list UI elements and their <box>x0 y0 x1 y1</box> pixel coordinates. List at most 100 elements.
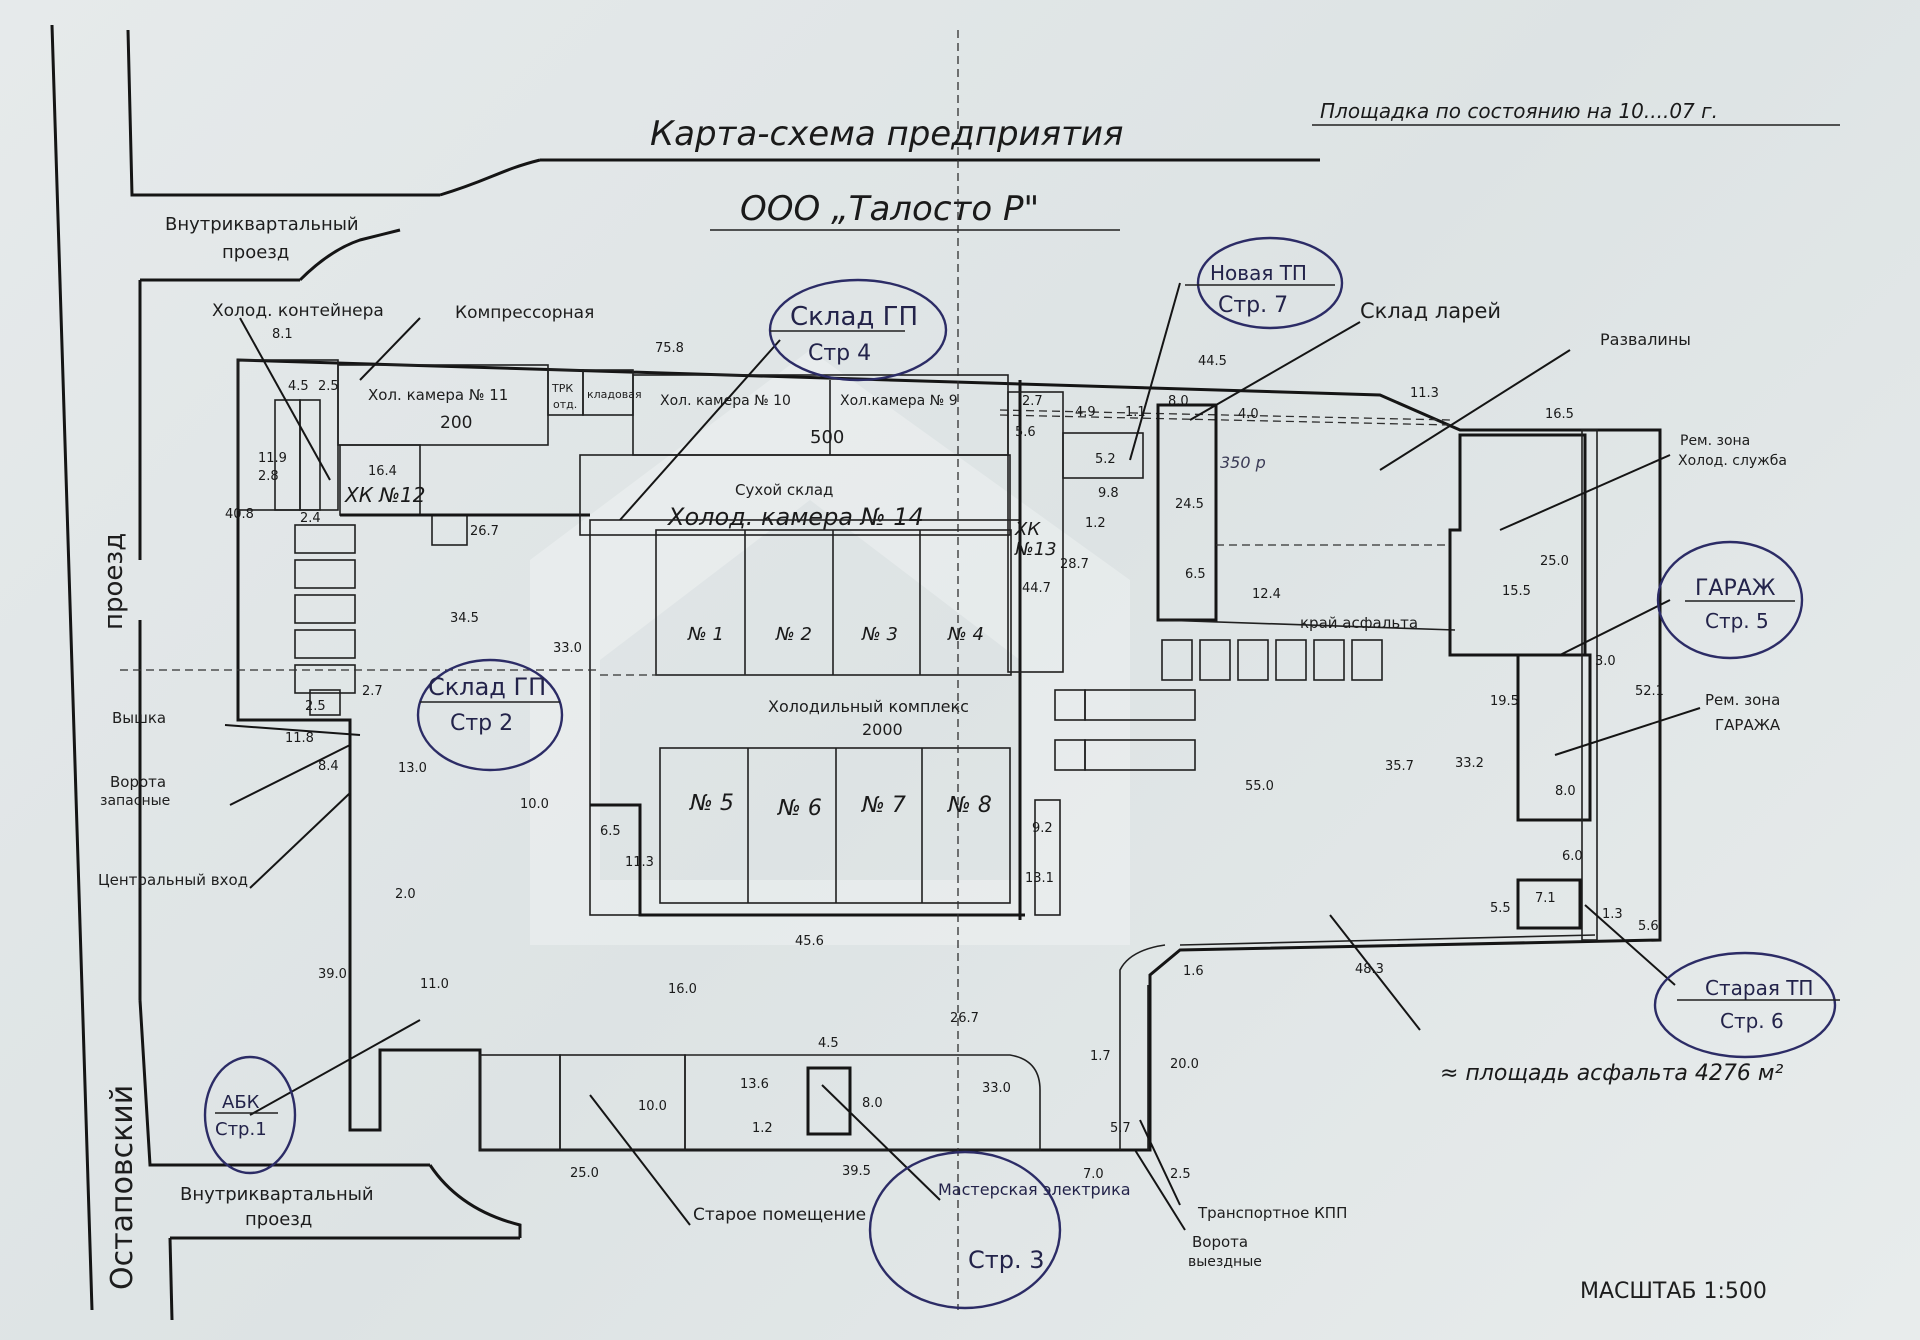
room-xk12-label: ХК №12 <box>344 483 426 507</box>
label-dimensions-d-5-2: 5.2 <box>1095 452 1116 467</box>
leader-lines <box>224 282 1701 1231</box>
structure-tags: Склад ГП Стр 4 Новая ТП Стр. 7 ГАРАЖ Стр… <box>203 236 1840 1310</box>
label-vorota-vyezdnye-2: выездные <box>1188 1254 1262 1270</box>
scale-label: МАСШТАБ 1:500 <box>1580 1279 1767 1304</box>
label-dimensions-d-48-3: 48.3 <box>1355 962 1384 977</box>
label-dimensions-d-5-5: 5.5 <box>1490 901 1511 916</box>
label-dimensions-d-75-8: 75.8 <box>655 341 684 356</box>
room-khol-kamera-11-label: Хол. камера № 11 <box>368 386 508 404</box>
label-dimensions-d-45-6: 45.6 <box>795 934 824 949</box>
label-structures-0-ref: Стр.1 <box>215 1119 267 1140</box>
label-dimensions-d-55-0: 55.0 <box>1245 779 1274 794</box>
cell-1-label: № 1 <box>687 624 724 645</box>
label-dimensions-d-9-8: 9.8 <box>1098 486 1119 501</box>
label-dimensions-d-26-7b: 26.7 <box>950 1011 979 1026</box>
room-khol-kamera-9-label: Хол.камера № 9 <box>840 393 958 409</box>
callout-labels: Холод. контейнера Компрессорная Склад ла… <box>98 299 1787 1270</box>
label-structures-5-name: Старая ТП <box>1705 976 1813 1000</box>
top-rooms: Хол. камера № 11 200 ТРК отд. кладовая Х… <box>337 364 1011 546</box>
label-structures-5-ref: Стр. 6 <box>1720 1009 1784 1033</box>
label-vorota-zapasnye-2: запасные <box>100 793 170 809</box>
road-top-label-1: Внутриквартальный <box>165 214 359 235</box>
road-bottom-label-2: проезд <box>245 1209 312 1230</box>
label-dimensions-d-5-6a: 5.6 <box>1015 425 1036 440</box>
room-area-500: 500 <box>810 427 844 448</box>
label-dimensions-d-7-0: 7.0 <box>1083 1167 1104 1182</box>
label-structures-1-name: Склад ГП <box>428 673 546 701</box>
cold-complex: № 1 № 2 № 3 № 4 Холодильный комплекс 200… <box>589 380 1025 920</box>
garage-block <box>1179 429 1598 946</box>
label-dimensions-d-28-7: 28.7 <box>1060 557 1089 572</box>
label-centralnyi-vkhod: Центральный вход <box>98 871 248 889</box>
label-dimensions-d-8-0b: 8.0 <box>1555 784 1576 799</box>
road-left-label-bottom: Остаповский <box>105 1085 140 1290</box>
label-dimensions-d-4-0: 4.0 <box>1238 407 1259 422</box>
label-dimensions-d-19-5: 19.5 <box>1490 694 1519 709</box>
label-razvaliny: Развалины <box>1600 330 1691 349</box>
label-structures-3-ref: Стр 4 <box>808 341 871 366</box>
room-kladovaya-label: кладовая <box>587 388 642 401</box>
label-dimensions-d-39-5: 39.5 <box>842 1164 871 1179</box>
cell-3-label: № 3 <box>861 624 898 645</box>
label-rem-zona-kholod-1: Рем. зона <box>1680 433 1750 449</box>
label-dimensions-d-4-5a: 4.5 <box>288 379 309 394</box>
label-vorota-vyezdnye-1: Ворота <box>1192 1233 1248 1251</box>
label-dimensions-d-1-1: 1.1 <box>1125 405 1146 420</box>
label-dimensions-d-2-8: 2.8 <box>258 469 279 484</box>
room-khol-kamera-11 <box>337 364 549 446</box>
roads: Внутриквартальный проезд Внутриквартальн… <box>50 24 1320 1321</box>
label-vorota-zapasnye-1: Ворота <box>110 773 166 791</box>
label-rem-zona-garazha-2: ГАРАЖА <box>1715 716 1781 734</box>
label-dimensions-d-11-3: 11.3 <box>1410 386 1439 401</box>
label-dimensions-d-5-7: 5.7 <box>1110 1121 1131 1136</box>
label-dimensions-d-1-6: 1.6 <box>1183 964 1204 979</box>
label-dimensions-d-6-0: 6.0 <box>1562 849 1583 864</box>
room-xk12-dim: 16.4 <box>368 464 397 479</box>
label-structures-2-ref: Стр. 3 <box>968 1246 1045 1274</box>
label-dimensions-d-8-0a: 8.0 <box>1168 394 1189 409</box>
cell-6-label: № 6 <box>777 796 822 821</box>
status-note: Площадка по состоянию на 10.­.­.­.­07 г. <box>1320 99 1718 123</box>
room-trk-label-1: ТРК <box>551 382 573 395</box>
title-line-1: Карта-схема предприятия <box>650 114 1123 154</box>
label-transportnoe-kpp: Транспортное КПП <box>1197 1204 1347 1222</box>
label-dimensions-d-13-0: 13.0 <box>398 761 427 776</box>
label-dimensions-d-40-8: 40.8 <box>225 507 254 522</box>
title-line-2: ООО „Талосто Р" <box>740 189 1039 229</box>
label-dimensions-d-1-7: 1.7 <box>1090 1049 1111 1064</box>
label-dimensions-d-11-8: 11.8 <box>285 731 314 746</box>
cell-7-label: № 7 <box>861 793 906 818</box>
label-dimensions-d-33-0a: 33.0 <box>553 641 582 656</box>
label-dimensions-d-13-1: 13.1 <box>1025 871 1054 886</box>
label-dimensions-d-3-0: 3.0 <box>1595 654 1616 669</box>
label-dimensions-d-1-2a: 1.2 <box>1085 516 1106 531</box>
watermark-house-icon <box>530 350 1130 945</box>
label-vyshka: Вышка <box>112 709 166 727</box>
label-structures-2-name: Мастерская электрика <box>938 1180 1131 1199</box>
sklad-larei-block: край асфальта 350 р <box>1156 403 1456 681</box>
label-dimensions-d-26-7a: 26.7 <box>470 524 499 539</box>
structure-tag-novaya-tp: Новая ТП Стр. 7 <box>1185 236 1344 330</box>
label-dimensions-d-6-5b: 6.5 <box>1185 567 1206 582</box>
title-block: Карта-схема предприятия ООО „Талосто Р" … <box>605 99 1840 231</box>
label-dimensions-d-44-5: 44.5 <box>1198 354 1227 369</box>
label-dimensions-d-25-0a: 25.0 <box>1540 554 1569 569</box>
asphalt-area-note: ≈ площадь асфальта 4276 м² <box>1440 1061 1783 1086</box>
label-structures-6-name: Новая ТП <box>1210 261 1307 285</box>
label-dimensions-d-7-1: 7.1 <box>1535 891 1556 906</box>
label-dimensions-d-52-1: 52.1 <box>1635 684 1664 699</box>
note-350: 350 р <box>1220 453 1266 472</box>
label-dimensions-d-44-7: 44.7 <box>1022 581 1051 596</box>
label-rem-zona-kholod-2: Холод. служба <box>1678 453 1787 469</box>
structure-tag-sklad-gp-4: Склад ГП Стр 4 <box>768 278 948 382</box>
label-dimensions-d-11-0: 11.0 <box>420 977 449 992</box>
structure-tag-abk: АБК Стр.1 <box>203 1055 297 1175</box>
label-dimensions-d-13-6: 13.6 <box>740 1077 769 1092</box>
cold-complex-area: 2000 <box>862 720 903 739</box>
label-dimensions-d-16-0: 16.0 <box>668 982 697 997</box>
label-rem-zona-garazha-1: Рем. зона <box>1705 691 1780 709</box>
label-dimensions-d-20-0: 20.0 <box>1170 1057 1199 1072</box>
room-trk-label-2: отд. <box>553 398 577 411</box>
structure-tag-garazh: ГАРАЖ Стр. 5 <box>1656 540 1804 660</box>
